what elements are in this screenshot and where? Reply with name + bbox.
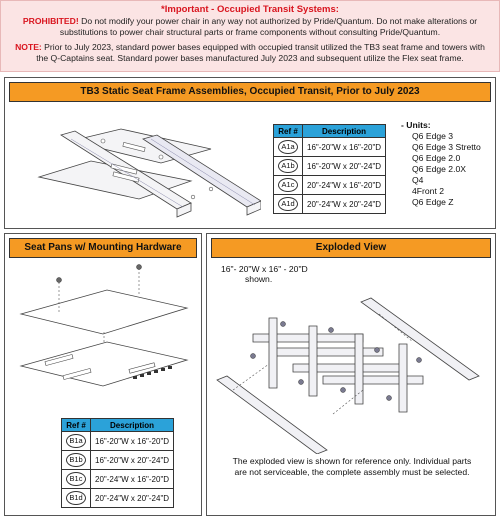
note-label: NOTE:: [15, 42, 42, 52]
list-item: Q6 Edge 3 Stretto: [412, 142, 481, 152]
frame-assemblies-panel: TB3 Static Seat Frame Assemblies, Occupi…: [4, 77, 496, 229]
row-description: 20"-24"W x 20"-24"D: [89, 488, 175, 508]
exploded-view-panel: Exploded View 16"- 20"W x 16" - 20"D sho…: [206, 233, 496, 516]
compatible-units: - Units: Q6 Edge 3 Q6 Edge 3 Stretto Q6 …: [401, 120, 481, 208]
ref-badge: A1b: [278, 159, 298, 173]
ref-header: Ref #: [273, 124, 303, 138]
frame-ref-table: Ref # Description A1a 16"-20"W x 16"-20"…: [273, 124, 387, 214]
list-item: Q6 Edge 2.0X: [412, 164, 466, 174]
units-label: - Units:: [401, 120, 431, 130]
row-description: 20"-24"W x 20"-24"D: [301, 194, 387, 214]
exploded-caption: The exploded view is shown for reference…: [232, 456, 472, 477]
frame-panel-title: TB3 Static Seat Frame Assemblies, Occupi…: [9, 82, 491, 102]
ref-badge: A1a: [278, 140, 298, 154]
prohibited-label: PROHIBITED!: [22, 16, 79, 26]
row-description: 20"-24"W x 16"-20"D: [89, 469, 175, 489]
transit-warning-banner: *Important - Occupied Transit Systems: P…: [0, 0, 500, 72]
prohibited-text: Do not modify your power chair in any wa…: [59, 16, 478, 37]
exploded-size-note: 16"- 20"W x 16" - 20"D shown.: [221, 264, 308, 284]
list-item: Q6 Edge 2.0: [412, 153, 461, 163]
list-item: 4Front 2: [412, 186, 445, 196]
row-description: 16"-20"W x 16"-20"D: [301, 137, 387, 157]
list-item: Q6 Edge Z: [412, 197, 454, 207]
table-row: A1b 16"-20"W x 20"-24"D: [273, 156, 387, 176]
row-description: 16"-20"W x 20"-24"D: [301, 156, 387, 176]
seatpan-ref-table: Ref # Description B1a 16"-20"W x 16"-20"…: [61, 418, 175, 508]
ref-badge: B1a: [66, 434, 86, 448]
ref-badge: B1b: [66, 453, 86, 467]
table-row: B1a 16"-20"W x 16"-20"D: [61, 431, 175, 451]
table-row: A1c 20"-24"W x 16"-20"D: [273, 175, 387, 195]
table-row: B1b 16"-20"W x 20"-24"D: [61, 450, 175, 470]
row-description: 16"-20"W x 20"-24"D: [89, 450, 175, 470]
ref-header: Ref #: [61, 418, 91, 432]
table-row: B1c 20"-24"W x 16"-20"D: [61, 469, 175, 489]
exploded-frame-illustration: [216, 297, 480, 454]
description-header: Description: [301, 124, 387, 138]
ref-badge: B1c: [66, 472, 86, 486]
table-row: A1d 20"-24"W x 20"-24"D: [273, 194, 387, 214]
seat-pan-illustration: [19, 264, 189, 387]
table-row: A1a 16"-20"W x 16"-20"D: [273, 137, 387, 157]
list-item: Q4: [412, 175, 424, 185]
ref-badge: B1d: [66, 491, 86, 505]
warning-title: *Important - Occupied Transit Systems:: [161, 4, 339, 15]
size-note-line: shown.: [245, 274, 273, 284]
row-description: 20"-24"W x 16"-20"D: [301, 175, 387, 195]
note-text: Prior to July 2023, standard power bases…: [36, 42, 485, 63]
ref-badge: A1d: [278, 197, 298, 211]
row-description: 16"-20"W x 16"-20"D: [89, 431, 175, 451]
prohibited-paragraph: PROHIBITED! Do not modify your power cha…: [9, 16, 491, 38]
exploded-panel-title: Exploded View: [211, 238, 491, 258]
list-item: Q6 Edge 3: [412, 131, 454, 141]
table-row: B1d 20"-24"W x 20"-24"D: [61, 488, 175, 508]
seatpan-panel-title: Seat Pans w/ Mounting Hardware: [9, 238, 197, 258]
ref-badge: A1c: [278, 178, 298, 192]
seat-pans-panel: Seat Pans w/ Mounting Hardware Ref # D: [4, 233, 202, 516]
description-header: Description: [89, 418, 175, 432]
seat-frame-illustration: [37, 128, 261, 218]
size-note-line: 16"- 20"W x 16" - 20"D: [221, 264, 308, 274]
note-paragraph: NOTE: Prior to July 2023, standard power…: [9, 42, 491, 64]
